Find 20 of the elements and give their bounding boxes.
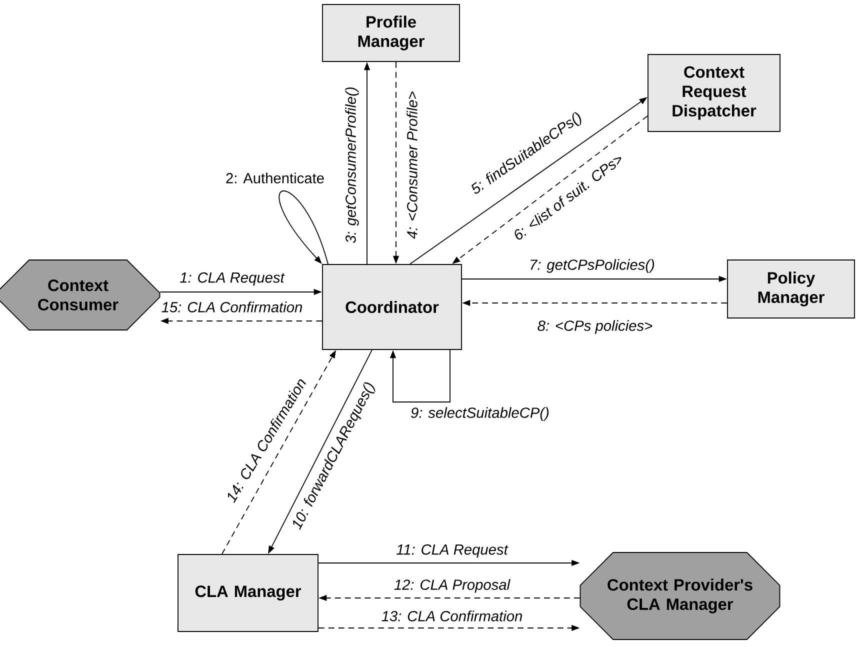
octagon-node: Context Provider's CLA Manager [580,552,780,640]
process-box: Policy Manager [727,260,855,318]
edge-label: 4: <Consumer Profile> [405,90,419,240]
edge-label: 2: Authenticate [224,171,326,185]
process-box: Profile Manager [322,4,460,62]
edge-label: 7: getCPsPolicies() [528,258,656,274]
edge-label: 1: CLA Request [178,271,286,287]
octagon-node: Context Consumer [0,260,160,330]
process-box: Context Request Dispatcher [648,54,780,132]
edge-label: 13: CLA Confirmation [380,609,524,623]
edge-label: 3: getConsumerProfile() [344,85,360,245]
edge-label: 11: CLA Request [394,543,510,559]
edge-label: 12: CLA Proposal [392,578,512,594]
process-box: CLA Manager [178,554,318,632]
edge-label: 9: selectSuitableCP() [409,406,551,422]
arrow [390,350,450,402]
process-box: Coordinator [322,264,462,350]
edge-label: 15: CLA Confirmation [160,300,304,314]
edge-label: 8: <CPs policies> [536,319,654,335]
arrow [278,190,328,264]
